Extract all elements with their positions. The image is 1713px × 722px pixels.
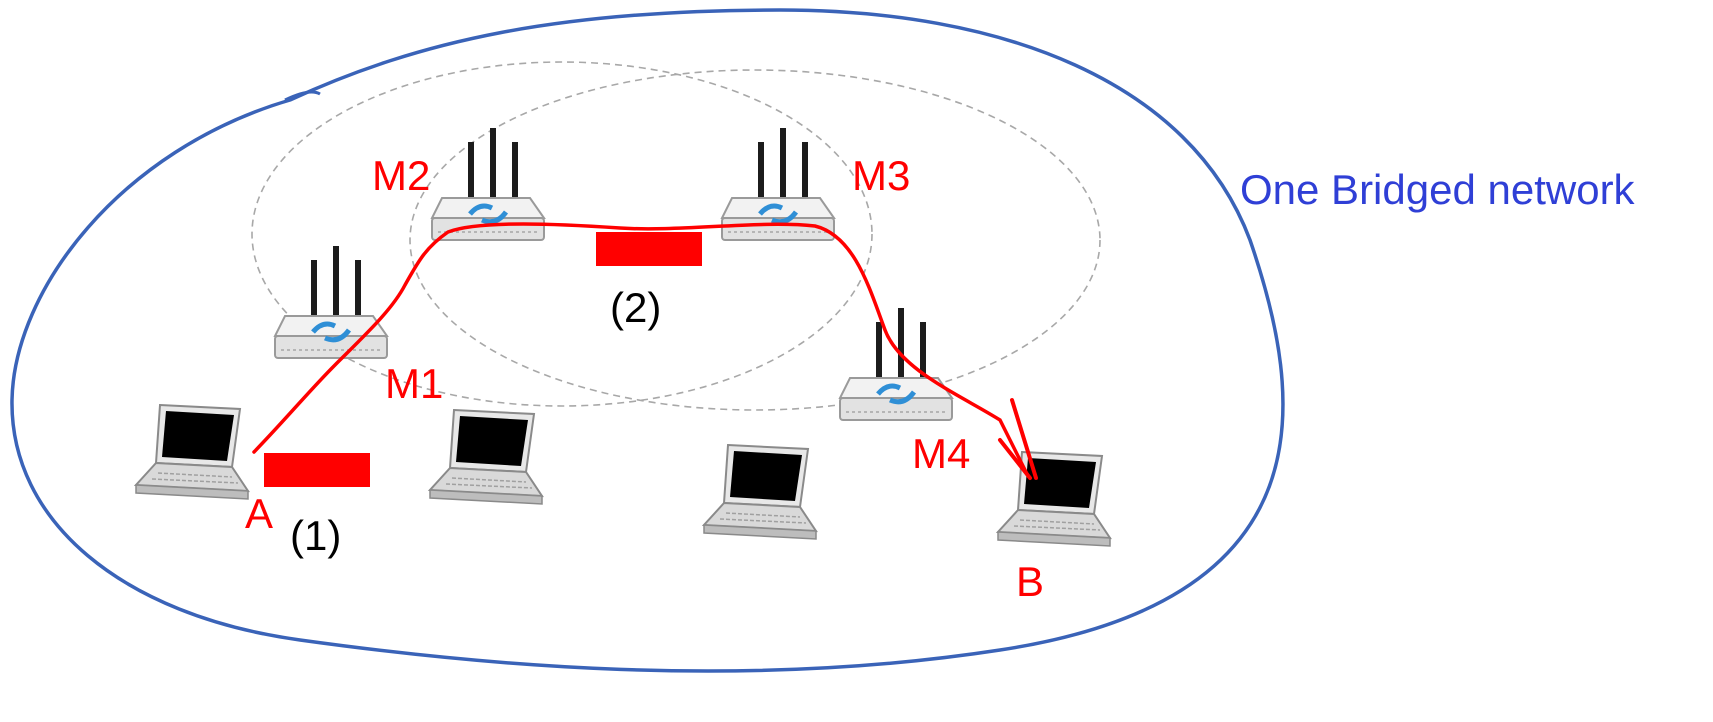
node-label-m1: M1 — [385, 360, 443, 407]
node-label-m4: M4 — [912, 430, 970, 477]
network-boundary — [10, 8, 1285, 673]
laptop-b-icon — [997, 451, 1111, 547]
network-boundary-tail — [284, 90, 321, 102]
step-marker-1: (1) — [290, 512, 341, 559]
laptop-3-icon — [703, 444, 817, 540]
node-label-b: B — [1016, 558, 1044, 605]
laptop-2-icon — [429, 409, 543, 505]
node-label-m3: M3 — [852, 152, 910, 199]
step-marker-2: (2) — [610, 284, 661, 331]
frame-path-arrowhead — [998, 398, 1038, 480]
range-right — [409, 69, 1101, 411]
frame-path — [252, 222, 1030, 478]
laptop-a-icon — [135, 404, 249, 500]
router-m1-icon — [275, 246, 387, 358]
router-m4-icon — [840, 308, 952, 420]
range-left — [251, 61, 873, 407]
node-label-m2: M2 — [372, 152, 430, 199]
frame-packet-2 — [596, 232, 702, 266]
node-label-a: A — [245, 490, 273, 537]
network-title: One Bridged network — [1240, 166, 1636, 213]
frame-packet-1 — [264, 453, 370, 487]
